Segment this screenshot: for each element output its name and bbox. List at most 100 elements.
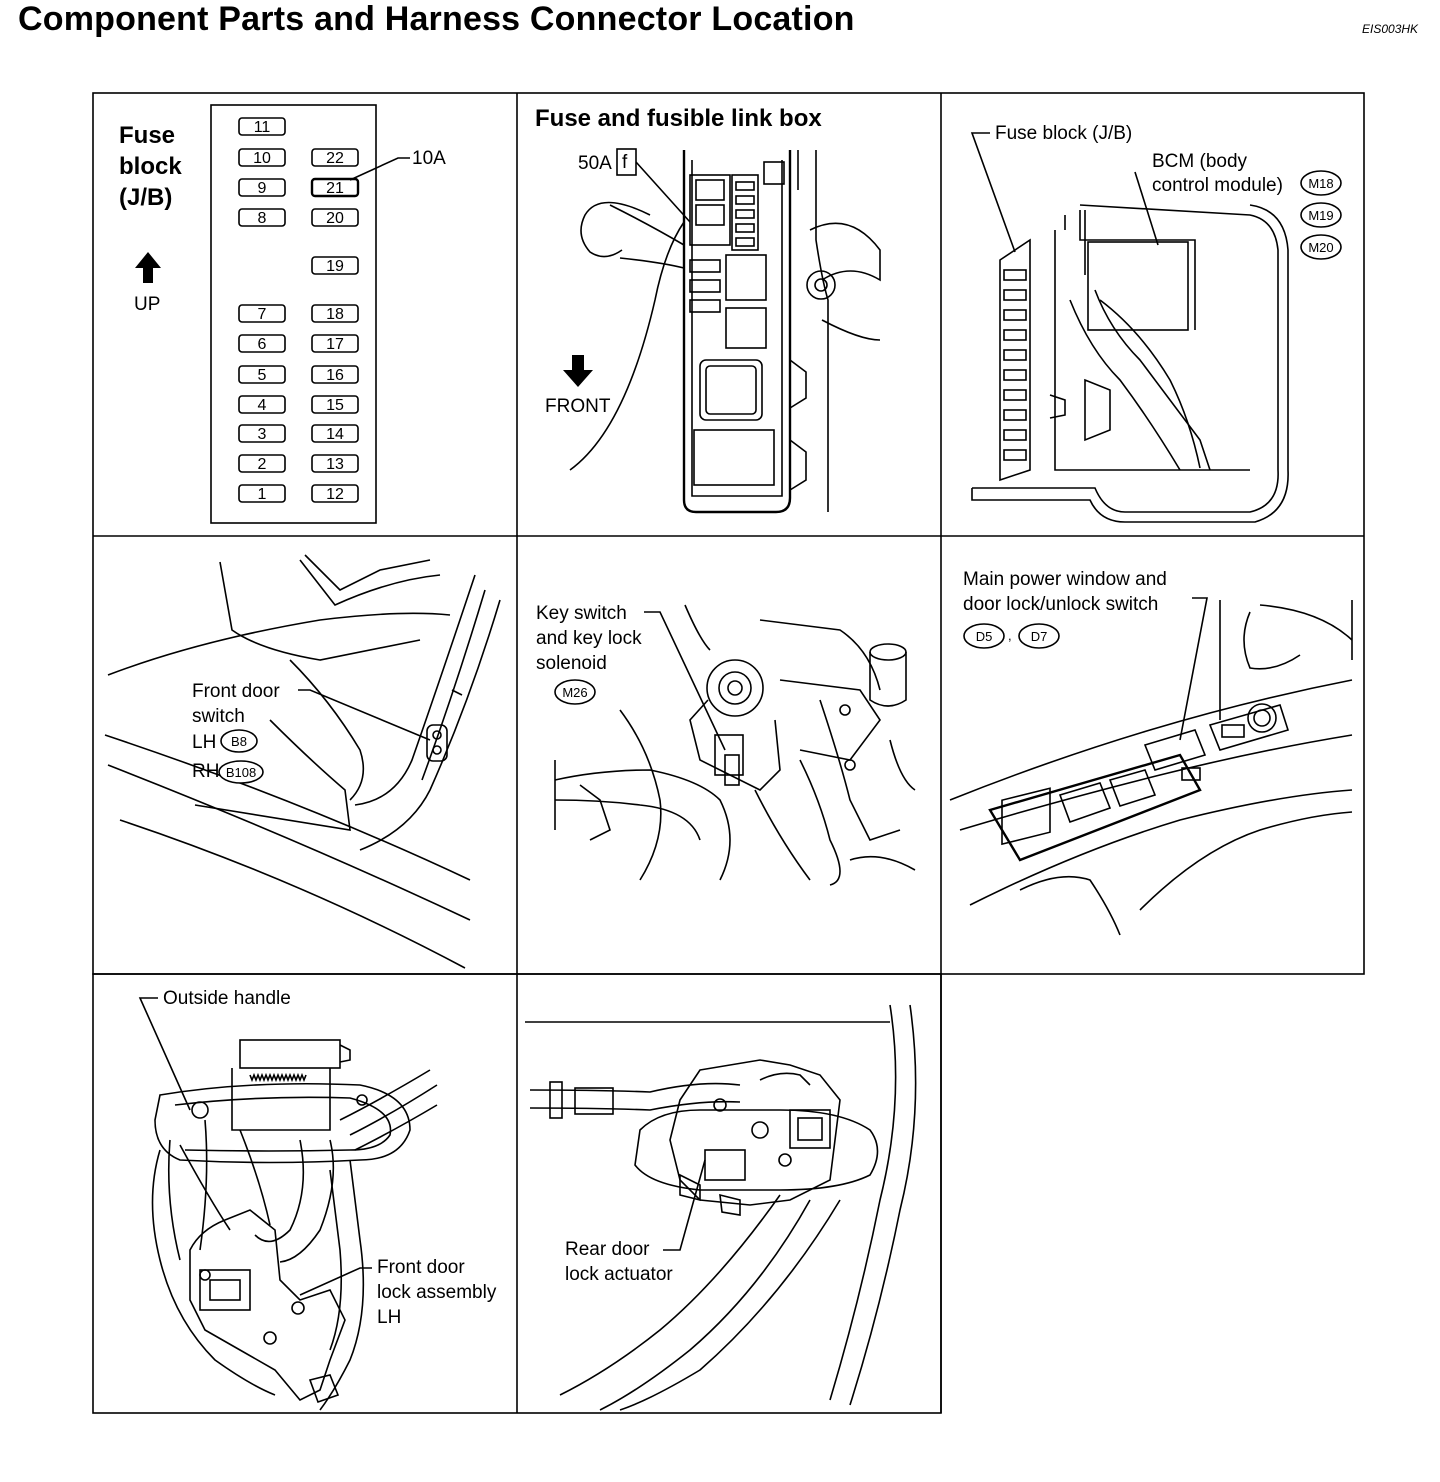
fuse-number: 2 bbox=[258, 456, 267, 473]
fuse-number: 11 bbox=[254, 119, 271, 136]
svg-text:M20: M20 bbox=[1308, 240, 1333, 255]
panel-key-switch: Key switch and key lock solenoid M26 bbox=[536, 603, 916, 886]
fuse-number: 17 bbox=[326, 336, 344, 353]
key-switch-label-1: Key switch bbox=[536, 603, 627, 624]
fuse-left-9: 2 bbox=[238, 454, 286, 473]
power-window-label-1: Main power window and bbox=[963, 569, 1167, 590]
key-switch-label-2: and key lock bbox=[536, 628, 642, 649]
front-arrow-icon bbox=[563, 355, 593, 387]
fuse-number: 22 bbox=[326, 150, 344, 167]
fuse-block-title-3: (J/B) bbox=[119, 184, 172, 211]
fuse-right-5: 17 bbox=[311, 334, 359, 353]
fuse-left-1: 10 bbox=[238, 148, 286, 167]
svg-text:D5: D5 bbox=[976, 629, 993, 644]
svg-text:D7: D7 bbox=[1031, 629, 1048, 644]
fuse-number: 20 bbox=[326, 210, 344, 227]
rear-door-lock-drawing bbox=[525, 1004, 917, 1411]
fuse-right-3: 19 bbox=[311, 256, 359, 275]
fuse-number: 12 bbox=[326, 486, 344, 503]
front-door-lock-label-3: LH bbox=[377, 1307, 401, 1328]
panel-front-door-lock: Outside handle Front door lock assembly … bbox=[138, 988, 497, 1411]
fuse-number: 18 bbox=[326, 306, 344, 323]
fuse-number: 14 bbox=[326, 426, 344, 443]
page-title: Component Parts and Harness Connector Lo… bbox=[18, 0, 855, 38]
fuse-number: 21 bbox=[326, 180, 344, 197]
lh-label: LH bbox=[192, 732, 216, 753]
fuse-right-9: 13 bbox=[311, 454, 359, 473]
bcm-label-1: BCM (body bbox=[1152, 151, 1248, 172]
fuse-left-3: 8 bbox=[238, 208, 286, 227]
fuse-block-outline bbox=[210, 104, 377, 524]
fuse-right-10: 12 bbox=[311, 484, 359, 503]
fuse-right-8: 14 bbox=[311, 424, 359, 443]
fuse-number: 8 bbox=[258, 210, 267, 227]
connector-m19: M19 bbox=[1300, 202, 1342, 228]
fuse-left-5: 6 bbox=[238, 334, 286, 353]
fuse-left-10: 1 bbox=[238, 484, 286, 503]
fuse-number: 6 bbox=[258, 336, 267, 353]
rear-door-lock-label-2: lock actuator bbox=[565, 1264, 673, 1285]
fuse-number: 5 bbox=[258, 367, 267, 384]
key-switch-drawing bbox=[554, 604, 916, 886]
fuse-right-6: 16 bbox=[311, 365, 359, 384]
svg-text:,: , bbox=[1008, 628, 1012, 643]
connector-m18: M18 bbox=[1300, 170, 1342, 196]
fuse-number: 7 bbox=[258, 306, 267, 323]
link-amp-label: 50A bbox=[578, 153, 612, 174]
connector-m20: M20 bbox=[1300, 234, 1342, 260]
panel-rear-door-lock: Rear door lock actuator bbox=[525, 1004, 917, 1411]
panel-front-door-switch: Front door switch LH RH B8 B108 bbox=[104, 554, 501, 969]
svg-text:B108: B108 bbox=[226, 765, 256, 780]
bcm-label-2: control module) bbox=[1152, 175, 1283, 196]
fuse-right-0: 22 bbox=[311, 148, 359, 167]
front-door-lock-drawing bbox=[151, 1039, 438, 1411]
panel-grid bbox=[92, 92, 1365, 1414]
fuse-left-4: 7 bbox=[238, 304, 286, 323]
fuse-number: 13 bbox=[326, 456, 344, 473]
front-door-switch-label-2: switch bbox=[192, 706, 245, 727]
fuse-block-jb-label: Fuse block (J/B) bbox=[995, 123, 1132, 144]
panel-bcm: Fuse block (J/B) BCM (body control modul… bbox=[970, 123, 1342, 523]
fuse-number: 3 bbox=[258, 426, 267, 443]
svg-text:M26: M26 bbox=[562, 685, 587, 700]
front-door-switch-label-1: Front door bbox=[192, 681, 280, 702]
fusible-link-box-title: Fuse and fusible link box bbox=[535, 105, 822, 132]
fuse-number: 16 bbox=[326, 367, 344, 384]
fuse-left-7: 4 bbox=[238, 395, 286, 414]
bcm-drawing bbox=[971, 204, 1289, 523]
rear-door-lock-label-1: Rear door bbox=[565, 1239, 650, 1260]
connector-b108: B108 bbox=[218, 760, 264, 784]
panel-fuse-block: Fuse block (J/B) UP 11109876543212221201… bbox=[119, 104, 446, 524]
front-door-lock-label-2: lock assembly bbox=[377, 1282, 497, 1303]
front-label: FRONT bbox=[545, 396, 611, 417]
ampere-leader bbox=[349, 157, 410, 181]
fuse-right-1: 21 bbox=[310, 177, 360, 198]
link-letter-label: f bbox=[622, 152, 628, 173]
diagram-code: EIS003HK bbox=[1362, 22, 1419, 36]
fuse-number: 19 bbox=[326, 258, 344, 275]
up-label: UP bbox=[134, 294, 160, 315]
front-door-lock-label-1: Front door bbox=[377, 1257, 465, 1278]
fuse-left-2: 9 bbox=[238, 178, 286, 197]
power-window-label-2: door lock/unlock switch bbox=[963, 594, 1158, 615]
svg-text:M19: M19 bbox=[1308, 208, 1333, 223]
fusible-link-box-drawing bbox=[569, 150, 881, 514]
fuse-block-title-1: Fuse bbox=[119, 122, 175, 149]
fuse-left-0: 11 bbox=[238, 117, 286, 136]
rh-label: RH bbox=[192, 761, 219, 782]
connector-m26: M26 bbox=[554, 679, 596, 705]
fuse-number: 10 bbox=[253, 150, 271, 167]
connector-b8: B8 bbox=[220, 729, 258, 753]
front-door-switch-drawing bbox=[104, 554, 501, 969]
svg-text:B8: B8 bbox=[231, 734, 247, 749]
outside-handle-label: Outside handle bbox=[163, 988, 291, 1009]
fuse-number: 1 bbox=[258, 486, 267, 503]
fuse-number: 9 bbox=[258, 180, 267, 197]
fuse-right-4: 18 bbox=[311, 304, 359, 323]
svg-text:M18: M18 bbox=[1308, 176, 1333, 191]
ampere-label: 10A bbox=[412, 148, 446, 169]
fuse-left-6: 5 bbox=[238, 365, 286, 384]
fuse-number: 15 bbox=[326, 397, 344, 414]
fuse-number: 4 bbox=[258, 397, 267, 414]
